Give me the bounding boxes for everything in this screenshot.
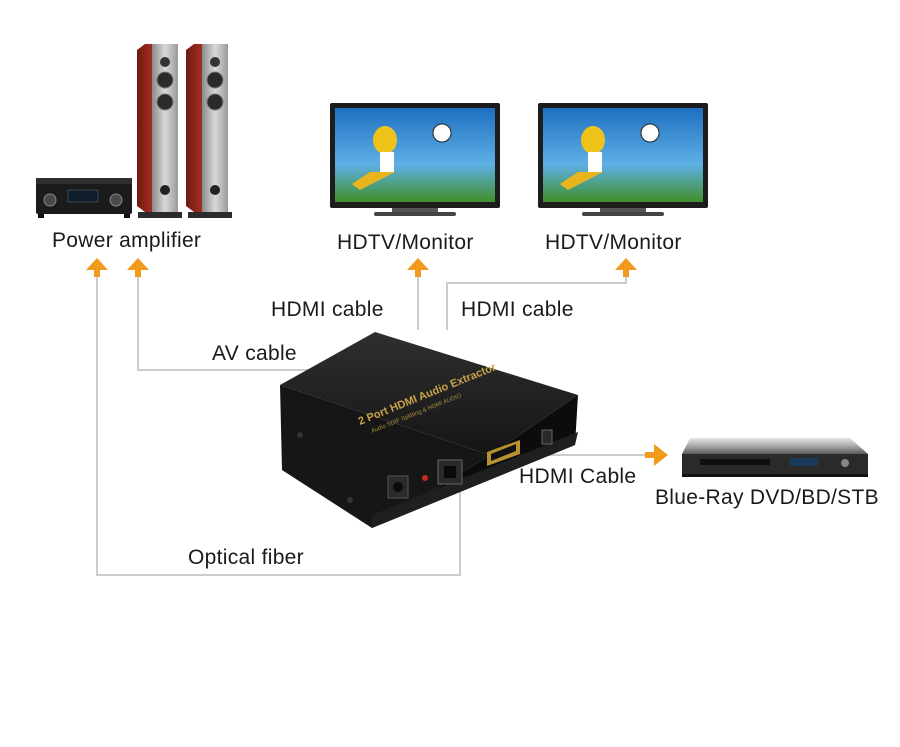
power-amplifier-image xyxy=(36,178,132,218)
hdtv-left-label: HDTV/Monitor xyxy=(337,231,474,254)
power-amplifier-label: Power amplifier xyxy=(52,229,202,252)
av-cable-line xyxy=(137,275,335,371)
arrow-up-icon xyxy=(86,258,108,277)
hdtv-right-image xyxy=(538,103,708,216)
arrow-right-icon xyxy=(645,444,668,466)
hdmi-cable-right-label: HDMI cable xyxy=(461,298,574,321)
bluray-player-image xyxy=(682,438,868,477)
optical-fiber-line xyxy=(96,275,461,576)
optical-fiber-label: Optical fiber xyxy=(188,546,304,569)
arrow-up-icon xyxy=(615,258,637,277)
hdmi-cable-left-label: HDMI cable xyxy=(271,298,384,321)
speaker-right-image xyxy=(186,44,232,218)
hdtv-left-image xyxy=(330,103,500,216)
bluray-label: Blue-Ray DVD/BD/STB xyxy=(655,486,879,509)
arrows xyxy=(86,258,668,466)
av-cable-label: AV cable xyxy=(212,342,297,365)
hdmi-input-cable-label: HDMI Cable xyxy=(519,465,637,488)
arrow-up-icon xyxy=(407,258,429,277)
speaker-left-image xyxy=(137,44,182,218)
hdmi-audio-extractor-image: 2 Port HDMI Audio Extractor Audio SDIF S… xyxy=(280,332,578,528)
arrow-up-icon xyxy=(127,258,149,277)
hdtv-right-label: HDTV/Monitor xyxy=(545,231,682,254)
